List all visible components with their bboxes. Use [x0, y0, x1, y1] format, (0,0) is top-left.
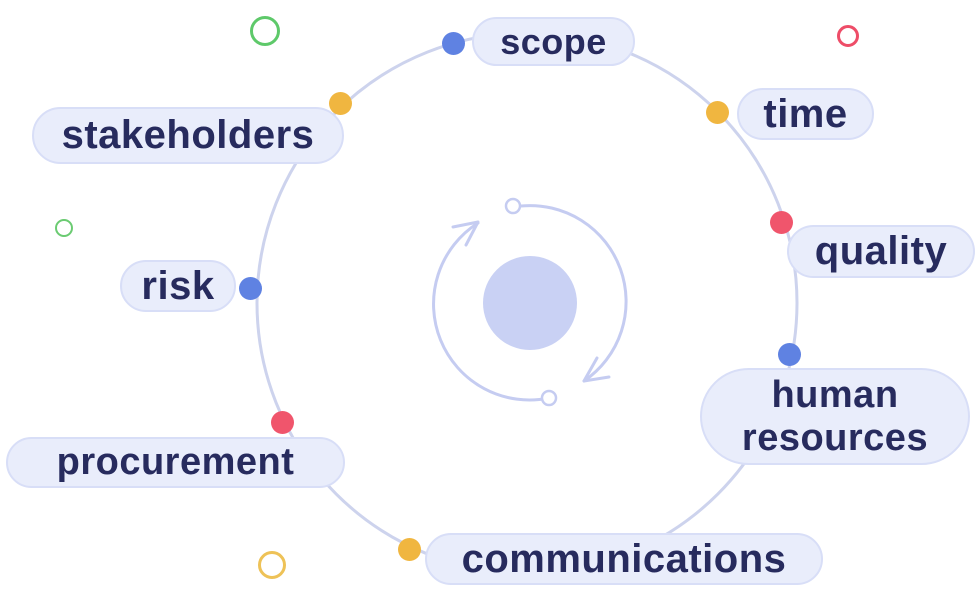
node-dot-communications	[398, 538, 421, 561]
node-dot-quality	[770, 211, 793, 234]
node-label-scope: scope	[472, 17, 635, 66]
cycle-arrowhead-top	[451, 220, 480, 247]
node-dot-time	[706, 101, 729, 124]
node-label-quality: quality	[787, 225, 975, 278]
node-label-stakeholders: stakeholders	[32, 107, 344, 164]
center-disc	[483, 256, 577, 350]
cycle-arc-left	[432, 221, 551, 402]
cycle-ring-bottom	[540, 389, 558, 407]
node-dot-scope	[442, 32, 465, 55]
node-dot-stakeholders	[329, 92, 352, 115]
cycle-ring-top	[504, 197, 522, 215]
node-label-time: time	[737, 88, 874, 140]
node-dot-procurement	[271, 411, 294, 434]
node-label-communications: communications	[425, 533, 823, 585]
cycle-arrowhead-bottom	[582, 356, 611, 383]
node-dot-risk	[239, 277, 262, 300]
node-label-procurement: procurement	[6, 437, 345, 488]
node-dot-human-resources	[778, 343, 801, 366]
decoration-green-circle-large	[250, 16, 280, 46]
cycle-arc-right	[519, 204, 628, 383]
decoration-red-circle	[837, 25, 859, 47]
decoration-green-circle-small	[55, 219, 73, 237]
cycle-icon	[432, 197, 628, 407]
decoration-yellow-circle	[258, 551, 286, 579]
node-label-human-resources: human resources	[700, 368, 970, 465]
node-label-risk: risk	[120, 260, 236, 312]
